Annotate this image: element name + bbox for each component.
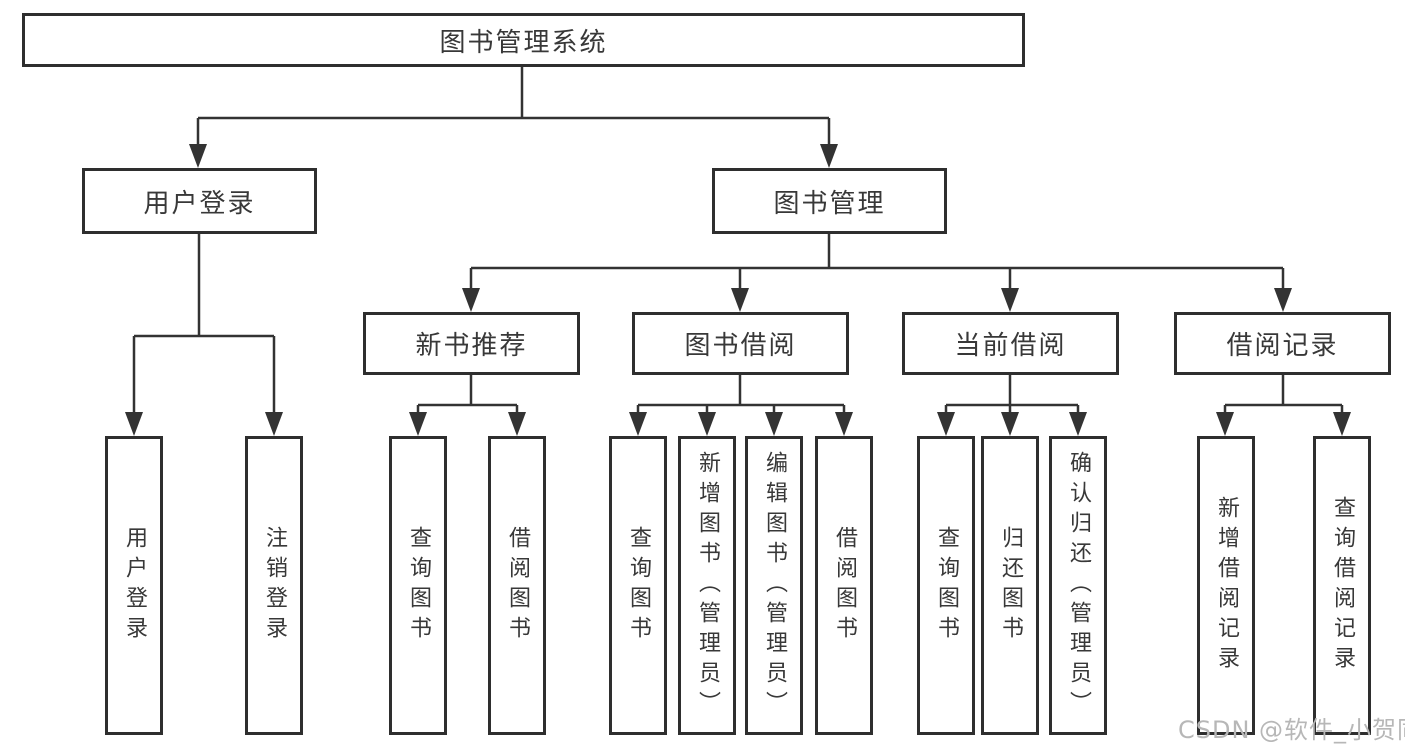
- leaf-edit-books-admin-label: 编辑图书（管理员）: [762, 450, 787, 721]
- csdn-watermark: CSDN @软件_小贺同学: [1178, 716, 1405, 744]
- node-user-login: 用户登录: [82, 168, 317, 234]
- leaf-query-books-current: 查询图书: [917, 436, 975, 735]
- leaf-borrow-books: 借阅图书: [815, 436, 873, 735]
- leaf-user-login: 用户登录: [105, 436, 163, 735]
- node-borrowing-records: 借阅记录: [1174, 312, 1391, 375]
- node-new-book-recommendation: 新书推荐: [363, 312, 580, 375]
- leaf-borrow-books-label: 借阅图书: [832, 525, 857, 646]
- leaf-query-books-current-label: 查询图书: [934, 525, 959, 646]
- node-current-borrowing: 当前借阅: [902, 312, 1119, 375]
- leaf-query-books-recommend: 查询图书: [389, 436, 447, 735]
- node-book-management: 图书管理: [712, 168, 947, 234]
- leaf-borrow-books-recommend-label: 借阅图书: [505, 525, 530, 646]
- leaf-return-books: 归还图书: [981, 436, 1039, 735]
- node-root-library-system: 图书管理系统: [22, 13, 1025, 67]
- leaf-query-borrow-record-label: 查询借阅记录: [1330, 495, 1355, 676]
- arrowheads: [125, 144, 1351, 436]
- leaf-borrow-books-recommend: 借阅图书: [488, 436, 546, 735]
- leaf-logout: 注销登录: [245, 436, 303, 735]
- leaf-logout-label: 注销登录: [262, 525, 287, 646]
- leaf-add-borrow-record: 新增借阅记录: [1197, 436, 1255, 735]
- leaf-query-books-recommend-label: 查询图书: [406, 525, 431, 646]
- leaf-confirm-return-admin: 确认归还（管理员）: [1049, 436, 1107, 735]
- leaf-return-books-label: 归还图书: [998, 525, 1023, 646]
- leaf-add-borrow-record-label: 新增借阅记录: [1214, 495, 1239, 676]
- leaf-confirm-return-admin-label: 确认归还（管理员）: [1066, 450, 1091, 721]
- leaf-user-login-label: 用户登录: [122, 525, 147, 646]
- leaf-add-books-admin-label: 新增图书（管理员）: [695, 450, 720, 721]
- leaf-query-books-borrow-label: 查询图书: [626, 525, 651, 646]
- leaf-query-books-borrow: 查询图书: [609, 436, 667, 735]
- node-book-borrowing: 图书借阅: [632, 312, 849, 375]
- leaf-add-books-admin: 新增图书（管理员）: [678, 436, 736, 735]
- leaf-query-borrow-record: 查询借阅记录: [1313, 436, 1371, 735]
- leaf-edit-books-admin: 编辑图书（管理员）: [745, 436, 803, 735]
